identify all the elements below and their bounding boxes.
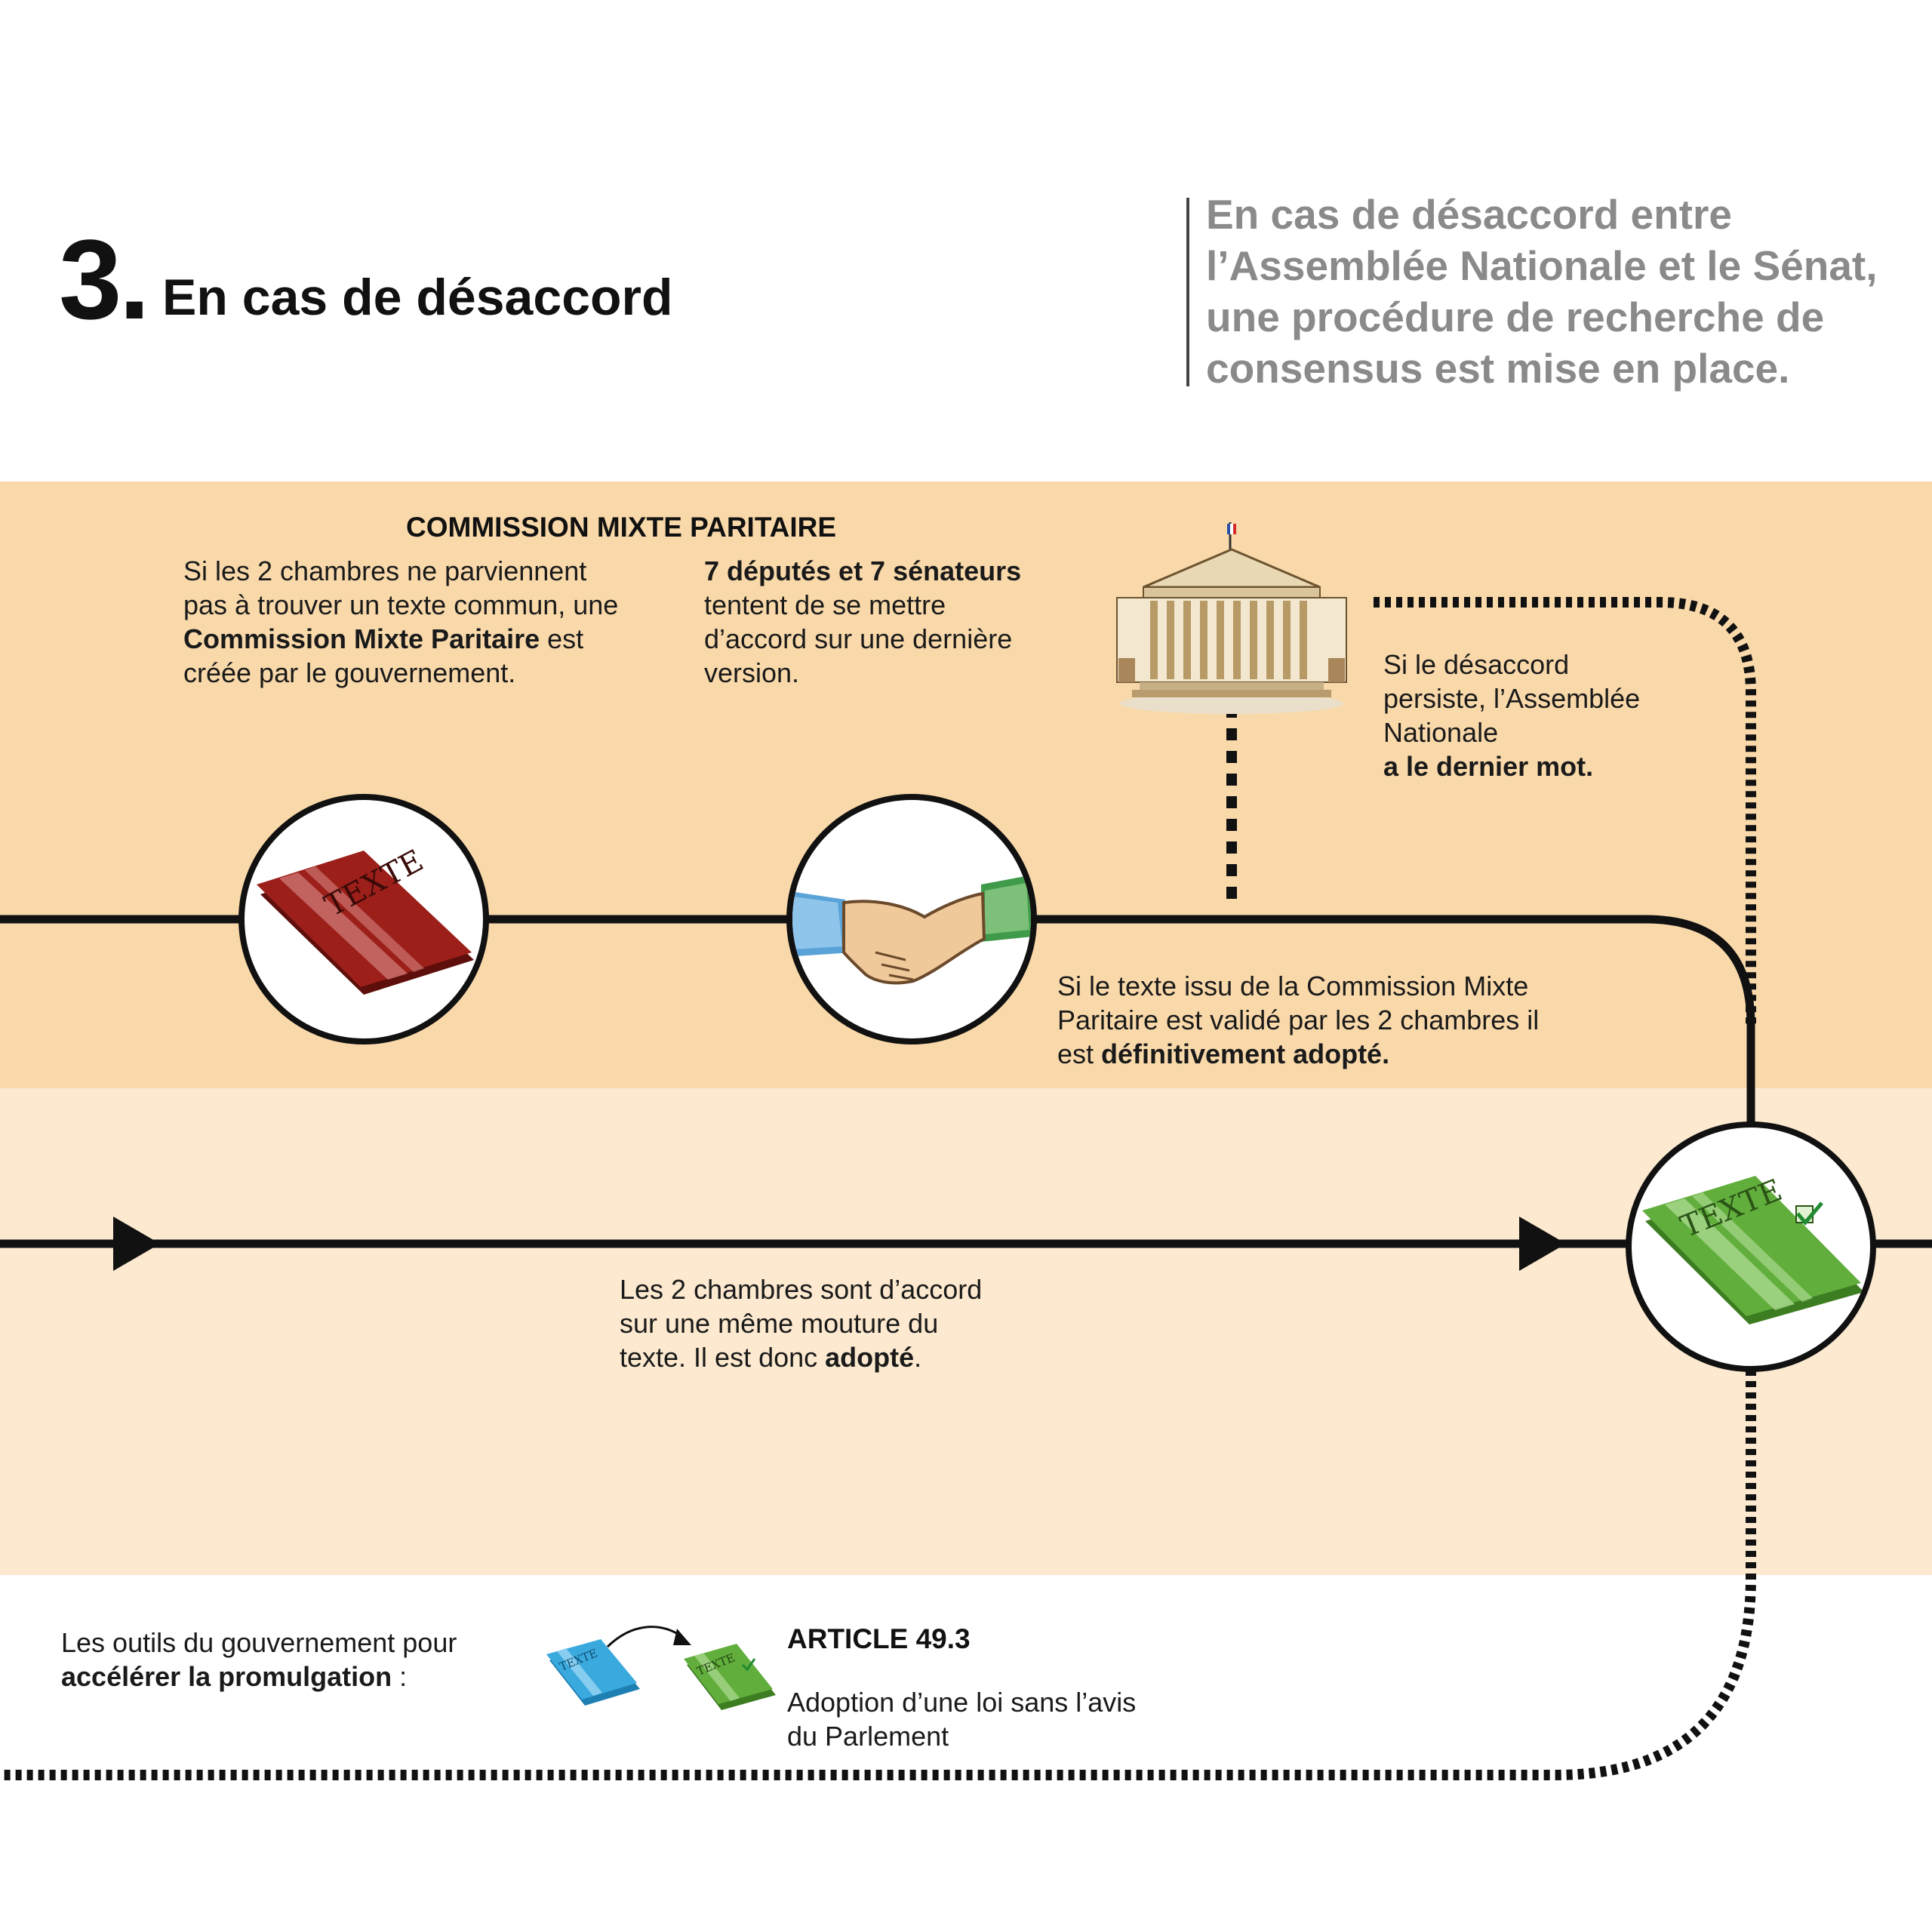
last-word-dotted-path [1374,597,1756,1026]
tools-text: Les outils du gouvernement pour accélére… [61,1627,457,1692]
article-description: Adoption d’une loi sans l’avis du Parlem… [787,1687,1137,1752]
section-number: 3. [59,216,150,343]
validated-text: Si le texte issu de la Commission Mixte … [1057,971,1540,1069]
section-title: En cas de désaccord [162,269,673,326]
green-book-check-icon: TEXTE [1626,1121,1876,1372]
handshake-icon [786,794,1037,1044]
blue-book-icon: TEXTE [546,1639,640,1706]
article-493-dotted-path [0,1370,1756,1780]
intro-divider [1186,198,1189,386]
commission-left-text: Si les 2 chambres ne parviennent pas à t… [183,555,619,688]
small-green-book-icon: TEXTE [684,1644,776,1710]
persist-text: Si le désaccord persiste, l’Assemblée Na… [1383,649,1641,782]
agreement-band [0,1088,1932,1575]
commission-title: COMMISSION MIXTE PARITAIRE [406,512,837,543]
red-book-icon: TEXTE [238,794,489,1044]
agreement-text: Les 2 chambres sont d’accord sur une mêm… [620,1274,983,1373]
arrow-right [1519,1217,1566,1271]
arrow-curved-icon [606,1626,691,1648]
arrow-left [113,1217,160,1271]
intro-text: En cas de désaccord entre l’Assemblée Na… [1206,191,1878,392]
assemblee-nationale-icon [1116,522,1347,714]
article-title: ARTICLE 49.3 [787,1623,971,1654]
commission-right-text: 7 députés et 7 sénateurs tentent de se m… [704,555,1022,688]
